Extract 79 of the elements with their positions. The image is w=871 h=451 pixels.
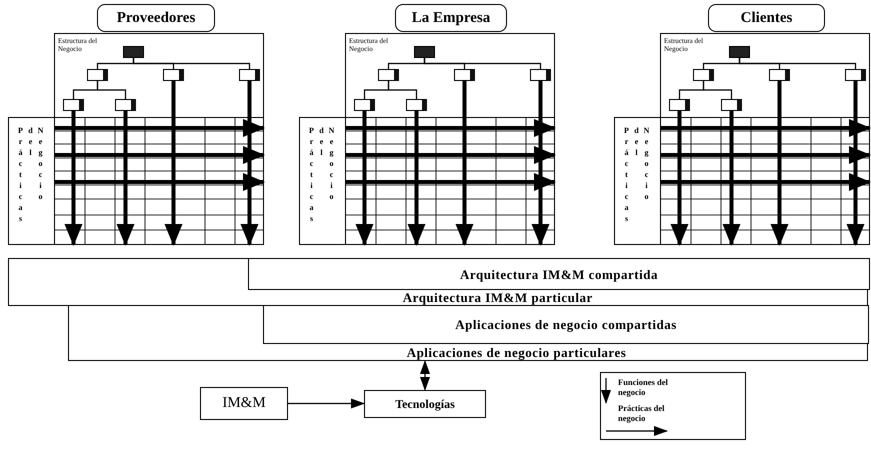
org-chart-box	[115, 99, 136, 111]
arrow	[288, 398, 365, 408]
arrow	[456, 81, 474, 246]
org-chart-box	[721, 99, 742, 111]
org-chart-box	[378, 69, 399, 81]
vertical-label: Prácticas del Negocio	[621, 126, 651, 227]
arrow	[846, 81, 864, 246]
legend-label: Funciones del negocio	[618, 377, 669, 397]
panel-title: La Empresa	[412, 10, 490, 26]
vertical-label: Prácticas del Negocio	[306, 126, 336, 227]
band-label: Arquitectura IM&M compartida	[460, 266, 658, 282]
arrow	[420, 360, 430, 391]
title-box	[97, 4, 215, 32]
arrow	[670, 111, 688, 246]
org-chart-box	[845, 69, 866, 81]
grid-table	[345, 117, 555, 245]
connector-line	[424, 58, 542, 69]
org-chart-box	[530, 69, 551, 81]
band-label: Aplicaciones de negocio compartidas	[455, 317, 677, 332]
connector-line	[738, 58, 856, 69]
org-chart-box	[729, 46, 750, 58]
arrow	[346, 119, 556, 137]
org-chart-box	[354, 99, 375, 111]
org-chart-box	[414, 46, 435, 58]
org-chart-box	[163, 69, 184, 81]
arrow	[346, 146, 556, 164]
connector-line	[388, 81, 418, 99]
practices-panel	[614, 117, 661, 245]
title-box	[708, 4, 825, 32]
arrow	[356, 111, 374, 246]
layer-band	[68, 305, 868, 361]
grid-table	[660, 117, 870, 245]
arrow	[55, 146, 265, 164]
org-chart-box	[454, 69, 475, 81]
box-label: IM&M	[222, 395, 266, 412]
structure-panel	[54, 33, 264, 245]
org-chart-box	[693, 69, 714, 81]
connector-line	[96, 81, 126, 99]
org-chart-box	[123, 46, 144, 58]
arrow	[661, 146, 871, 164]
arrow	[64, 111, 82, 246]
panel-title: Proveedores	[116, 10, 196, 26]
org-chart-box	[63, 99, 84, 111]
connector-line	[132, 58, 250, 69]
process-box	[364, 390, 486, 418]
arrow	[722, 111, 740, 246]
title-box	[395, 4, 507, 32]
arrow	[661, 119, 871, 137]
vertical-label: Prácticas del Negocio	[15, 126, 45, 227]
org-chart-box	[87, 69, 108, 81]
arrow	[55, 119, 265, 137]
arrow	[532, 81, 550, 246]
arrow	[346, 173, 556, 191]
shared-layer-band	[263, 305, 869, 344]
arrow	[661, 173, 871, 191]
structure-panel	[660, 33, 870, 245]
arrow	[116, 111, 134, 246]
org-chart-box	[769, 69, 790, 81]
grid-table	[54, 117, 264, 245]
band-label: Arquitectura IM&M particular	[402, 290, 594, 305]
practices-panel	[8, 117, 55, 245]
org-chart-box	[239, 69, 260, 81]
arrow	[408, 111, 426, 246]
arrow	[55, 173, 265, 191]
band-label: Aplicaciones de negocio particulares	[406, 345, 628, 360]
legend-label: Prácticas del negocio	[618, 403, 666, 423]
practices-panel	[299, 117, 346, 245]
arrow	[770, 81, 788, 246]
org-chart-box	[406, 99, 427, 111]
arrow	[164, 81, 182, 246]
connector-line	[702, 81, 732, 99]
org-chart-box	[669, 99, 690, 111]
process-box	[200, 387, 288, 420]
layer-band	[8, 258, 868, 306]
shared-layer-band	[248, 258, 870, 290]
arrow	[240, 81, 258, 246]
structure-panel	[345, 33, 555, 245]
panel-title: Clientes	[740, 10, 792, 26]
box-label: Tecnologías	[395, 396, 455, 412]
